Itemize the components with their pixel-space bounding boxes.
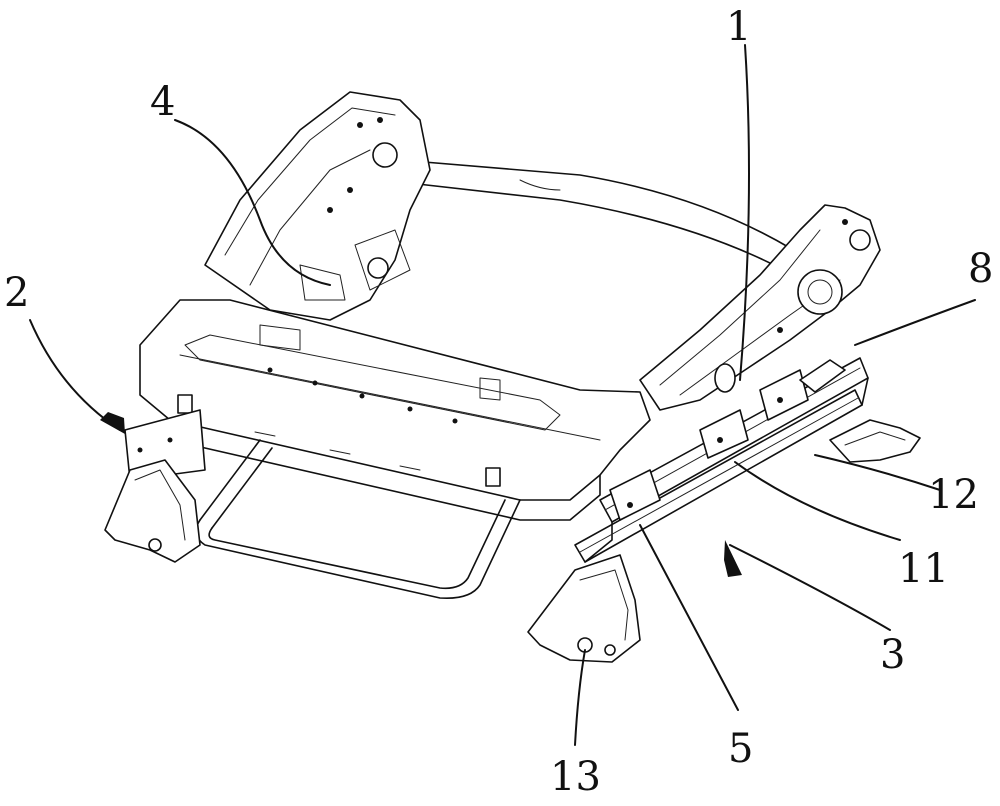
numeral-5: 5 (728, 726, 753, 772)
numeral-8: 8 (968, 246, 993, 292)
leader-3 (730, 545, 890, 630)
arrowhead-2 (100, 412, 125, 434)
leader-13 (575, 650, 585, 745)
numeral-11: 11 (898, 546, 949, 592)
numeral-4: 4 (150, 79, 175, 125)
numeral-3: 3 (880, 632, 905, 678)
leader-11 (735, 462, 900, 540)
numeral-2: 2 (4, 270, 29, 316)
left-side-member (205, 92, 430, 320)
numeral-12: 12 (928, 472, 979, 518)
leader-8 (855, 300, 975, 345)
numeral-13: 13 (550, 754, 601, 800)
leader-5 (640, 525, 738, 710)
numeral-1: 1 (726, 4, 751, 50)
left-rail-foot (105, 410, 205, 562)
right-front-foot (528, 555, 640, 662)
front-cushion-pan (140, 300, 650, 520)
rear-cross-tube (400, 160, 790, 268)
right-rear-bracket (830, 420, 920, 462)
